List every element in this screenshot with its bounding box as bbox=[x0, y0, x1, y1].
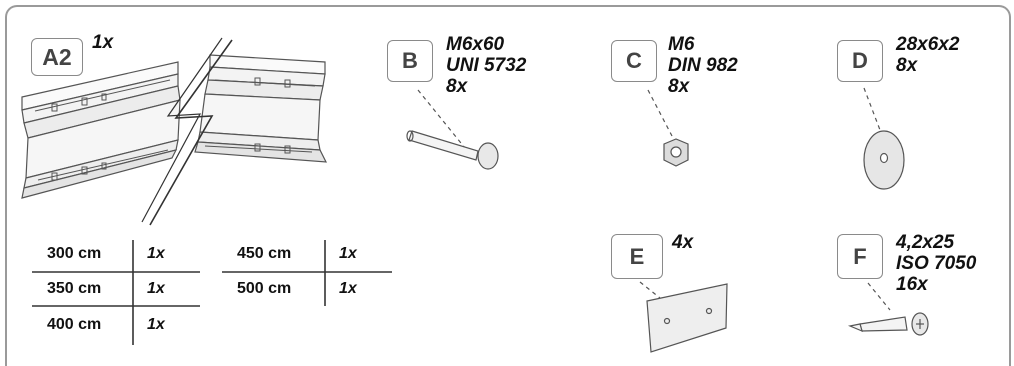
table-qty: 1x bbox=[339, 280, 357, 297]
part-qty-e: 4x bbox=[672, 232, 694, 253]
table-qty: 1x bbox=[147, 245, 165, 262]
part-label-c: C bbox=[611, 40, 657, 82]
table-length: 450 cm bbox=[237, 245, 292, 262]
table-length: 300 cm bbox=[47, 245, 102, 262]
table-length: 500 cm bbox=[237, 280, 292, 297]
table-length: 400 cm bbox=[47, 316, 102, 333]
parts-panel bbox=[5, 5, 1011, 366]
part-label-e: E bbox=[611, 234, 663, 279]
nut-icon bbox=[647, 89, 689, 167]
part-label-d: D bbox=[837, 40, 883, 82]
table-qty: 1x bbox=[147, 280, 165, 297]
screw-icon bbox=[847, 282, 929, 336]
table-qty: 1x bbox=[147, 316, 165, 333]
washer-icon bbox=[863, 87, 905, 190]
rail-profile-icon bbox=[21, 54, 328, 199]
part-qty-a2: 1x bbox=[92, 32, 114, 53]
table-length: 350 cm bbox=[47, 280, 102, 297]
table-qty: 1x bbox=[339, 245, 357, 262]
plate-icon bbox=[639, 281, 728, 353]
length-table-grid bbox=[32, 240, 392, 345]
part-label-b: B bbox=[387, 40, 433, 82]
part-label-a2: A2 bbox=[31, 38, 83, 76]
bolt-icon bbox=[406, 89, 499, 170]
part-label-f: F bbox=[837, 234, 883, 279]
